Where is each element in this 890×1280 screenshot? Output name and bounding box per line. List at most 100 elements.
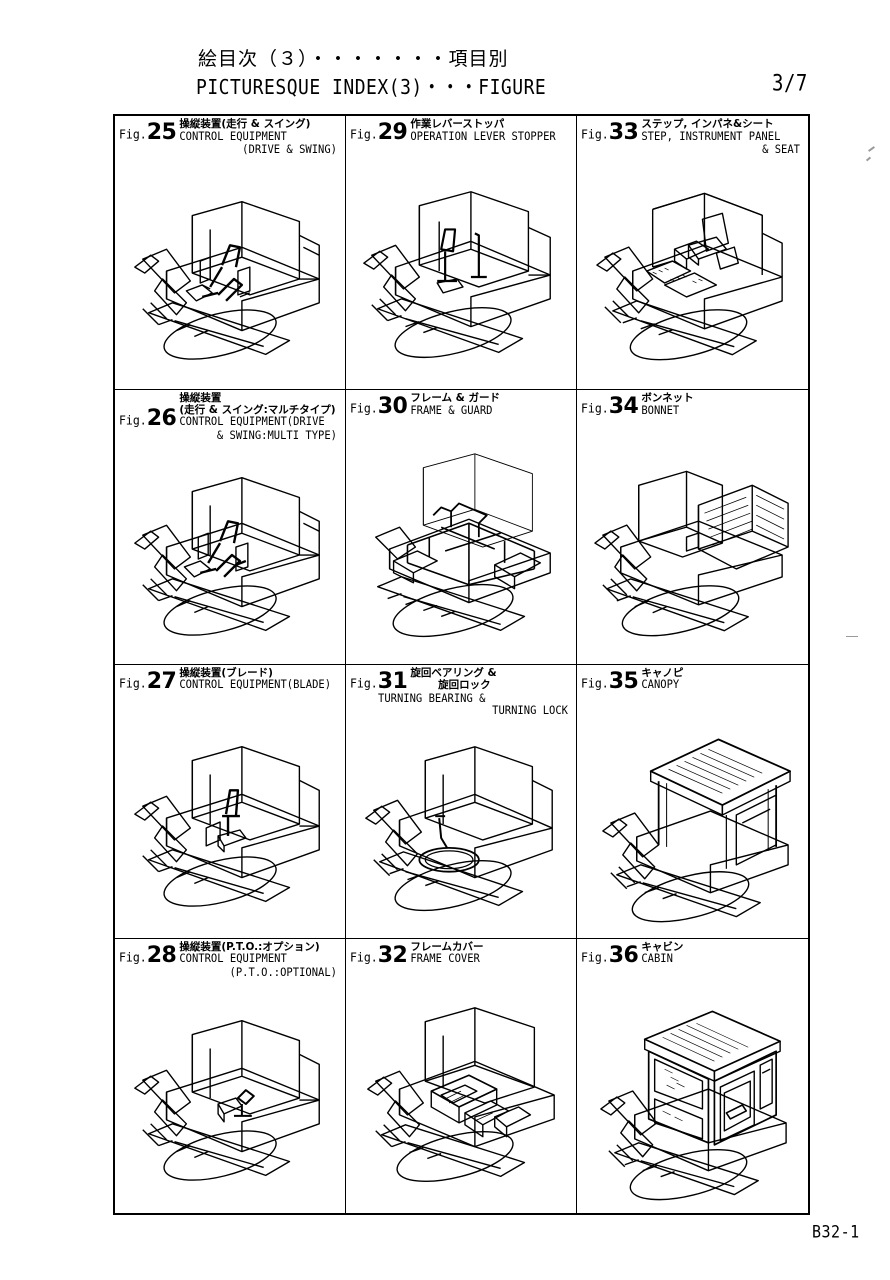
figure-illustration-35 — [577, 715, 808, 938]
fig-number-28: 28 — [146, 942, 177, 968]
fig-title-en-26: CONTROL EQUIPMENT(DRIVE — [179, 415, 325, 429]
scan-speckle — [865, 156, 872, 162]
fig-title-jp-29: 作業レバーストッパ — [410, 118, 505, 130]
fig-title-en-36: CABIN — [641, 952, 673, 966]
fig-prefix-35: Fig. — [581, 675, 609, 691]
fig-title-jp-30: フレーム & ガード — [410, 392, 500, 405]
fig-prefix-31: Fig. — [350, 675, 378, 691]
figure-caption-32: Fig. 32 フレームカバー FRAME COVER — [346, 941, 576, 999]
fig-title-jp-28: 操縦装置(P.T.O.:オプション) — [179, 940, 320, 953]
fig-title-jp-31: 旋回ベアリング & — [410, 666, 497, 679]
fig-number-25: 25 — [146, 120, 177, 145]
figure-illustration-26 — [115, 452, 345, 663]
fig-title-en-27: CONTROL EQUIPMENT(BLADE) — [179, 677, 332, 692]
page-title-english: PICTURESQUE INDEX(3)・・・FIGURE — [196, 75, 547, 100]
fig-title-jp-33: ステップ, インパネ&シート — [641, 118, 774, 130]
figure-illustration-32 — [346, 991, 576, 1213]
figure-cell-26[interactable]: Fig. 26 操縦装置 (走行 & スイング:マルチタイプ) CONTROL … — [115, 390, 346, 665]
figure-illustration-31 — [346, 733, 576, 938]
fig-number-35: 35 — [608, 668, 639, 694]
fig-title-jp-25: 操縦装置(走行 & スイング) — [179, 118, 311, 130]
fig-prefix-33: Fig. — [581, 126, 609, 142]
fig-title-en-32: FRAME COVER — [410, 952, 480, 966]
fig-number-36: 36 — [608, 942, 639, 968]
figure-caption-35: Fig. 35 キャノピ CANOPY — [577, 667, 808, 725]
figure-illustration-36 — [577, 989, 808, 1213]
fig-title-jp-34: ボンネット — [641, 392, 694, 405]
fig-number-30: 30 — [377, 394, 408, 420]
fig-title-en-extra-33: & SEAT — [762, 143, 800, 157]
fig-prefix-29: Fig. — [350, 126, 378, 142]
fig-prefix-36: Fig. — [581, 949, 609, 965]
fig-number-29: 29 — [377, 120, 408, 145]
scan-speckle — [868, 146, 875, 152]
figure-cell-29[interactable]: Fig. 29 作業レバーストッパ OPERATION LEVER STOPPE… — [346, 116, 577, 391]
fig-title-jp-32: フレームカバー — [410, 940, 484, 953]
fig-title-en-29: OPERATION LEVER STOPPER — [410, 129, 556, 143]
fig-prefix-28: Fig. — [119, 949, 147, 965]
figure-caption-33: Fig. 33 ステップ, インパネ&シート STEP, INSTRUMENT … — [577, 118, 808, 176]
fig-number-34: 34 — [608, 394, 639, 420]
figure-cell-28[interactable]: Fig. 28 操縦装置(P.T.O.:オプション) CONTROL EQUIP… — [115, 938, 346, 1213]
figure-caption-28: Fig. 28 操縦装置(P.T.O.:オプション) CONTROL EQUIP… — [115, 941, 345, 999]
fig-title-en-30: FRAME & GUARD — [410, 403, 493, 417]
fig-prefix-25: Fig. — [119, 126, 147, 142]
fig-number-26: 26 — [146, 405, 177, 431]
page-number: 3/7 — [772, 71, 808, 97]
fig-number-31: 31 — [377, 669, 408, 694]
fig-title-jp-27: 操縦装置(ブレード) — [179, 666, 273, 679]
figure-cell-33[interactable]: Fig. 33 ステップ, インパネ&シート STEP, INSTRUMENT … — [577, 116, 808, 391]
fig-prefix-34: Fig. — [581, 400, 609, 417]
figure-caption-31: Fig. 31 旋回ベアリング & 旋回ロック TURNING BEARING … — [346, 667, 576, 725]
figure-illustration-29 — [346, 170, 576, 389]
figure-cell-35[interactable]: Fig. 35 キャノピ CANOPY — [577, 665, 808, 939]
fig-title-en-extra-31: TURNING LOCK — [492, 704, 568, 718]
fig-prefix-27: Fig. — [119, 675, 147, 691]
figure-cell-27[interactable]: Fig. 27 操縦装置(ブレード) CONTROL EQUIPMENT(BLA… — [115, 664, 346, 939]
figure-cell-25[interactable]: Fig. 25 操縦装置(走行 & スイング) CONTROL EQUIPMEN… — [115, 116, 346, 391]
figure-illustration-25 — [115, 170, 345, 389]
fig-title-en-28: CONTROL EQUIPMENT — [179, 952, 287, 966]
fig-prefix-30: Fig. — [350, 400, 378, 417]
figure-caption-34: Fig. 34 ボンネット BONNET — [577, 392, 808, 450]
figure-cell-32[interactable]: Fig. 32 フレームカバー FRAME COVER — [346, 938, 577, 1213]
fig-number-27: 27 — [146, 668, 177, 694]
figure-cell-31[interactable]: Fig. 31 旋回ベアリング & 旋回ロック TURNING BEARING … — [346, 664, 577, 939]
fig-title-en-25: CONTROL EQUIPMENT — [179, 129, 287, 143]
page-title-japanese: 絵目次（３）・・・・・・・項目別 — [198, 48, 509, 70]
figure-caption-25: Fig. 25 操縦装置(走行 & スイング) CONTROL EQUIPMEN… — [115, 118, 345, 176]
fig-number-33: 33 — [608, 120, 639, 145]
figure-caption-30: Fig. 30 フレーム & ガード FRAME & GUARD — [346, 392, 576, 450]
fig-title-jp-extra-31: 旋回ロック — [438, 679, 491, 691]
figure-caption-27: Fig. 27 操縦装置(ブレード) CONTROL EQUIPMENT(BLA… — [115, 667, 345, 725]
fig-title-en-35: CANOPY — [641, 677, 680, 692]
fig-prefix-26: Fig. — [119, 412, 147, 428]
fig-title-jp-26: 操縦装置 — [179, 392, 222, 405]
scan-speckle — [846, 636, 858, 637]
fig-title-en-extra-28: (P.T.O.:OPTIONAL) — [229, 965, 337, 979]
figure-caption-26: Fig. 26 操縦装置 (走行 & スイング:マルチタイプ) CONTROL … — [115, 392, 345, 450]
figure-cell-36[interactable]: Fig. 36 キャビン CABIN — [577, 939, 808, 1213]
figure-illustration-27 — [115, 719, 345, 938]
figure-caption-36: Fig. 36 キャビン CABIN — [577, 941, 808, 999]
figure-illustration-33 — [577, 170, 808, 389]
figure-illustration-28 — [115, 993, 345, 1213]
figure-illustration-34 — [577, 448, 808, 663]
fig-title-en-extra-26: & SWING:MULTI TYPE) — [216, 428, 337, 442]
fig-number-32: 32 — [377, 942, 408, 968]
fig-title-en-31: TURNING BEARING & — [378, 692, 486, 706]
fig-title-en-extra-25: (DRIVE & SWING) — [242, 143, 337, 157]
fig-title-en-34: BONNET — [641, 403, 680, 417]
fig-prefix-32: Fig. — [350, 949, 378, 965]
figure-index-grid: Fig. 25 操縦装置(走行 & スイング) CONTROL EQUIPMEN… — [113, 114, 810, 1215]
figure-caption-29: Fig. 29 作業レバーストッパ OPERATION LEVER STOPPE… — [346, 118, 576, 176]
document-code: B32-1 — [812, 1222, 860, 1242]
figure-cell-34[interactable]: Fig. 34 ボンネット BONNET — [577, 390, 808, 665]
fig-title-jp-35: キャノピ — [641, 666, 684, 679]
fig-title-en-33: STEP, INSTRUMENT PANEL — [641, 129, 781, 143]
figure-cell-30[interactable]: Fig. 30 フレーム & ガード FRAME & GUARD — [346, 390, 577, 665]
page-header: 絵目次（３）・・・・・・・項目別 PICTURESQUE INDEX(3)・・・… — [0, 44, 890, 104]
fig-title-jp-extra-26: (走行 & スイング:マルチタイプ) — [179, 403, 336, 416]
fig-title-jp-36: キャビン — [641, 940, 684, 953]
figure-illustration-30 — [346, 438, 576, 663]
